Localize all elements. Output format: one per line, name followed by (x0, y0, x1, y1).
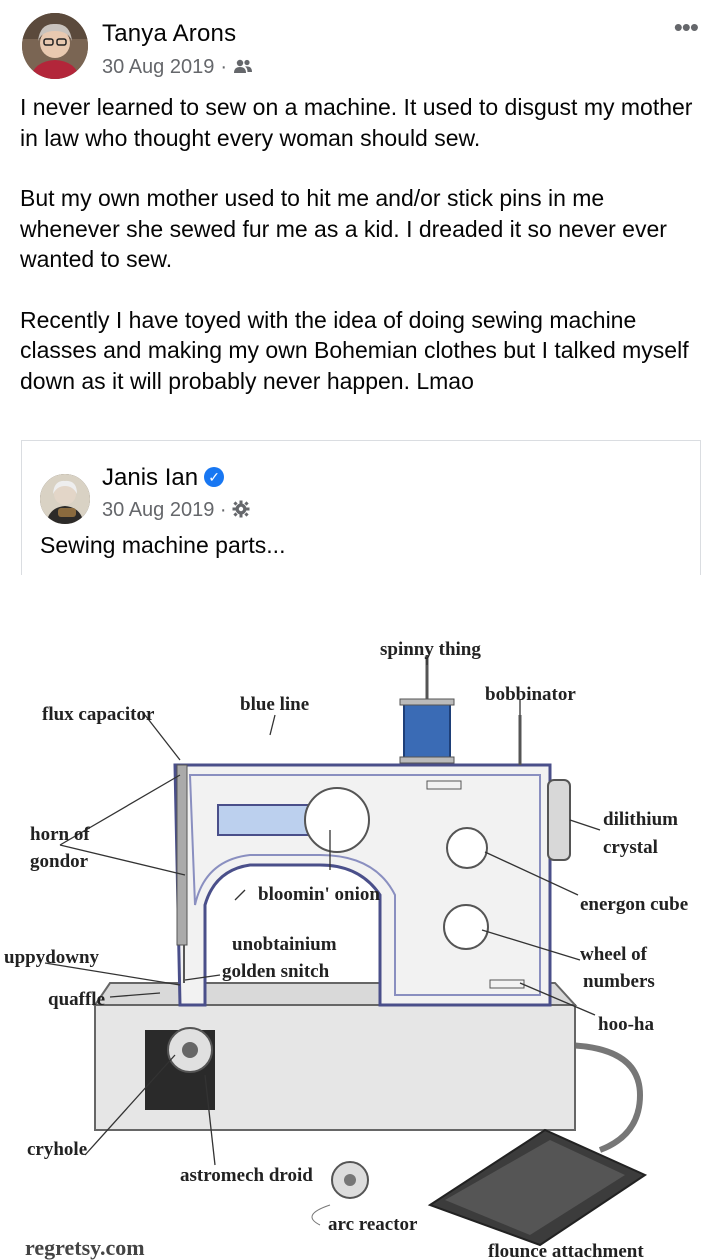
label-uppydowny: uppydowny (4, 947, 100, 968)
label-wheel-of-numbers: wheel of (580, 944, 648, 965)
label-bobbinator: bobbinator (485, 684, 576, 705)
shared-post-text: Sewing machine parts... (40, 532, 286, 558)
label-quaffle: quaffle (48, 989, 105, 1010)
post-paragraph: Recently I have toyed with the idea of d… (20, 306, 689, 394)
shared-post-meta: 30 Aug 2019 · (102, 499, 250, 522)
shared-author-name[interactable]: Janis Ian✓ (102, 464, 225, 492)
sewing-machine-image[interactable]: spinny thing bobbinator blue line flux c… (0, 575, 720, 1260)
post-date[interactable]: 30 Aug 2019 (102, 56, 215, 78)
verified-badge-icon: ✓ (204, 466, 225, 487)
label-astromech-droid: astromech droid (180, 1165, 313, 1186)
meta-separator: · (214, 499, 233, 521)
label-spinny-thing: spinny thing (380, 639, 481, 660)
more-options-icon[interactable]: ••• (673, 12, 699, 42)
label-dilithium-crystal: crystal (603, 837, 658, 858)
label-flux-capacitor: flux capacitor (42, 704, 155, 725)
author-avatar[interactable] (22, 13, 88, 79)
settings-gear-icon (232, 499, 250, 521)
label-hoo-ha: hoo-ha (598, 1014, 654, 1035)
sewing-machine-diagram: spinny thing bobbinator blue line flux c… (4, 639, 688, 1260)
label-cryhole: cryhole (27, 1139, 87, 1160)
label-unobtainium: unobtainium (232, 934, 337, 955)
label-golden-snitch: golden snitch (222, 961, 330, 982)
label-energon-cube: energon cube (580, 894, 688, 915)
meta-separator: · (220, 56, 228, 78)
post-header: Tanya Arons 30 Aug 2019· ••• (0, 0, 720, 90)
shared-author-label: Janis Ian (102, 464, 199, 491)
label-flounce-attachment: flounce attachment (488, 1241, 644, 1260)
label-bloomin-onion: bloomin' onion (258, 884, 380, 905)
label-blue-line: blue line (240, 694, 309, 715)
post-paragraph: But my own mother used to hit me and/or … (20, 185, 667, 272)
label-arc-reactor: arc reactor (328, 1214, 418, 1235)
post-meta: 30 Aug 2019· (102, 56, 253, 79)
label-dilithium-crystal: dilithium (603, 809, 678, 830)
shared-post-date[interactable]: 30 Aug 2019 (102, 499, 215, 521)
post-body: I never learned to sew on a machine. It … (20, 92, 710, 426)
label-wheel-of-numbers: numbers (583, 971, 655, 992)
shared-post-card[interactable]: Janis Ian✓ 30 Aug 2019 · Sewing machine … (21, 440, 701, 575)
label-horn-of-gondor: horn of (30, 824, 90, 845)
author-name[interactable]: Tanya Arons (102, 20, 237, 47)
label-horn-of-gondor: gondor (30, 851, 89, 872)
friends-icon (233, 56, 253, 78)
post-paragraph: I never learned to sew on a machine. It … (20, 94, 693, 151)
watermark: regretsy.com (25, 1235, 145, 1260)
shared-author-avatar[interactable] (40, 474, 90, 524)
